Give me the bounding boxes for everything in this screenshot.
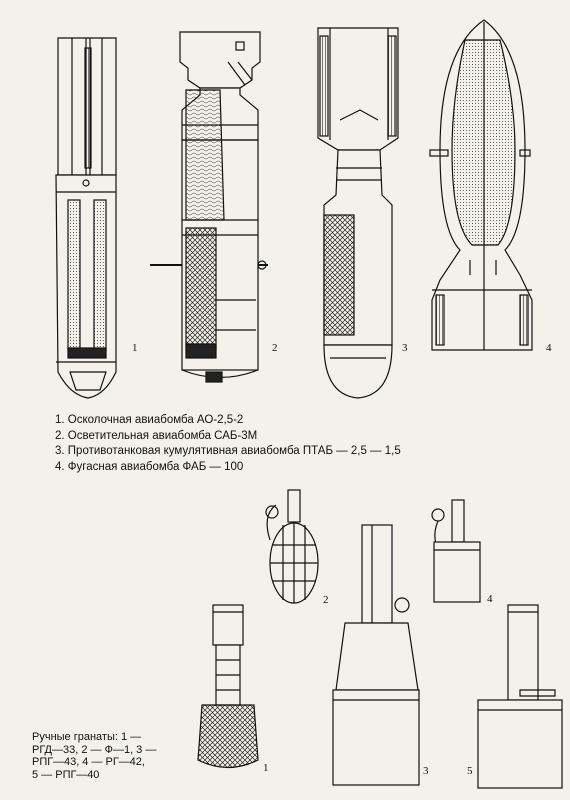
grenade-number-1: 1 [263, 762, 269, 774]
bomb-number-4: 4 [546, 342, 552, 354]
bomb-fab-100 [429, 19, 533, 351]
bomb-caption-list: 1. Осколочная авиабомба АО-2,5-2 2. Осве… [55, 413, 475, 475]
grenade-number-4: 4 [487, 593, 493, 605]
bomb-ao-2-5-2 [55, 37, 117, 399]
bomb-sab-3m [150, 31, 268, 383]
bomb-caption-2: 2. Осветительная авиабомба САБ-3М [55, 429, 258, 442]
grenade-rgd-33 [197, 604, 259, 769]
grenade-f-1 [265, 489, 319, 604]
bomb-number-2: 2 [272, 342, 278, 354]
bomb-ptab-2-5-1-5 [317, 27, 399, 399]
grenade-caption-line-2: РГД—33, 2 — Ф—1, 3 — [32, 743, 157, 756]
grenade-caption-line-1: Ручные гранаты: 1 — [32, 731, 142, 743]
bomb-number-1: 1 [132, 342, 138, 354]
grenade-caption-line-4: 5 — РПГ—40 [32, 768, 100, 781]
bomb-caption-1: 1. Осколочная авиабомба АО-2,5-2 [55, 414, 244, 426]
grenade-rpg-40 [477, 604, 563, 789]
bomb-caption-4: 4. Фугасная авиабомба ФАБ — 100 [55, 460, 244, 473]
grenade-rg-42 [431, 499, 481, 603]
bomb-caption-3: 3. Противотанковая кумулятивная авиабомб… [55, 445, 401, 457]
grenade-rpg-43 [332, 524, 420, 786]
grenade-caption-line-3: РПГ—43, 4 — РГ—42, [32, 756, 145, 768]
bomb-number-3: 3 [402, 342, 408, 354]
grenade-number-2: 2 [323, 594, 329, 606]
grenade-number-3: 3 [423, 765, 429, 777]
grenade-number-5: 5 [467, 765, 473, 777]
grenade-caption: Ручные гранаты: 1 — РГД—33, 2 — Ф—1, 3 —… [32, 731, 182, 781]
